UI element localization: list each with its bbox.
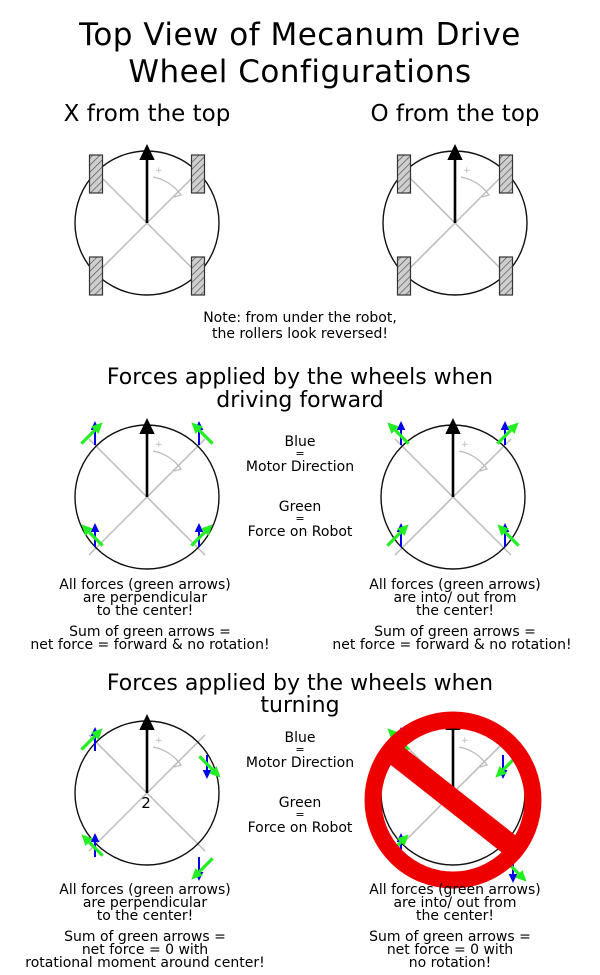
forward-left-robot-rotation-arrowhead <box>173 462 183 472</box>
turning-left-force-arrow-1 <box>80 728 103 751</box>
config-x-robot-angle-mark: + <box>155 166 163 176</box>
config-x-robot-rotation-arrowhead <box>173 188 183 198</box>
forward-left-force-arrow-1 <box>80 422 103 445</box>
turning-right-sum-2: net force = 0 with <box>386 942 514 958</box>
turning-right-caption-1: All forces (green arrows) <box>369 882 541 898</box>
turning-legend-green-equals: = <box>295 808 305 821</box>
turning-left-caption-1: All forces (green arrows) <box>59 882 231 898</box>
turning-left-robot-angle-mark: + <box>155 736 163 746</box>
prohibited-sign-icon <box>364 711 542 889</box>
forward-left-force-arrow-2 <box>191 422 214 445</box>
turning-right-sum-3: no rotation! <box>408 955 492 971</box>
config-x-wheel-rear-right <box>190 256 206 296</box>
forward-section-title-line-1: Forces applied by the wheels when <box>106 365 494 390</box>
forward-left-caption-3: to the center! <box>96 603 194 619</box>
turning-left-caption-3: to the center! <box>96 908 194 924</box>
turning-right-caption-2: are into/ out from <box>393 895 517 911</box>
turning-left-sum-3: rotational moment around center! <box>25 955 265 971</box>
forward-legend-blue-equals: = <box>295 447 305 460</box>
main-title-line-1: Top View of Mecanum Drive <box>79 17 521 53</box>
config-x-robot-heading-arrow <box>139 144 155 223</box>
turning-legend-force-on-robot: Force on Robot <box>247 820 353 836</box>
forward-right-force-arrow-1 <box>387 422 410 445</box>
turning-legend-green: Green <box>278 795 322 811</box>
config-o-robot-heading-arrow <box>447 144 463 223</box>
forward-right-sum-1: Sum of green arrows = <box>374 624 536 640</box>
note-line-1: Note: from under the robot, <box>203 310 397 326</box>
forward-right-force-arrow-3 <box>386 524 409 547</box>
turning-left-robot-heading-arrow <box>139 714 155 793</box>
forward-legend-blue: Blue <box>284 434 316 450</box>
forward-section-title-line-2: driving forward <box>216 388 384 413</box>
turning-right-sum-1: Sum of green arrows = <box>369 929 531 945</box>
forward-legend-motor-direction: Motor Direction <box>245 459 355 475</box>
turning-left-sum-2: net force = 0 with <box>81 942 209 958</box>
turning-right-robot-rotation-arrowhead <box>479 758 489 768</box>
forward-legend-green: Green <box>278 499 322 515</box>
forward-right-caption-1: All forces (green arrows) <box>369 577 541 593</box>
turning-section-title-line-2: turning <box>260 693 340 718</box>
turning-left-force-arrow-3 <box>81 834 104 857</box>
forward-right-force-arrow-4 <box>497 524 520 547</box>
forward-left-robot-angle-mark: + <box>155 440 163 450</box>
turning-left-force-arrow-4 <box>191 857 214 880</box>
config-o-wheel-front-left <box>396 154 412 194</box>
forward-left-robot-heading-arrow <box>139 418 155 497</box>
main-title-line-2: Wheel Configurations <box>128 54 472 90</box>
config-o-wheel-front-right <box>498 154 514 194</box>
forward-left-force-arrow-3 <box>81 524 104 547</box>
note-line-2: the rollers look reversed! <box>211 326 389 342</box>
turning-right-caption-3: the center! <box>415 908 495 924</box>
forward-left-sum-1: Sum of green arrows = <box>69 624 231 640</box>
config-o-robot-rotation-arrowhead <box>481 188 491 198</box>
config-x-wheel-rear-left <box>88 256 104 296</box>
forward-left-force-arrow-4 <box>190 524 213 547</box>
forward-right-force-arrow-2 <box>496 422 519 445</box>
turning-left-robot-rotation-arrowhead <box>173 758 183 768</box>
turning-right-robot-angle-mark: + <box>461 736 469 746</box>
turning-section-title-line-1: Forces applied by the wheels when <box>106 671 494 696</box>
forward-right-caption-3: the center! <box>415 603 495 619</box>
turning-left-sum-1: Sum of green arrows = <box>64 929 226 945</box>
turning-left-caption-2: are perpendicular <box>82 895 208 911</box>
turning-center-mark: 2 <box>141 794 151 812</box>
config-o-label: O from the top <box>370 101 540 127</box>
config-o-wheel-rear-left <box>396 256 412 296</box>
forward-left-caption-2: are perpendicular <box>82 590 208 606</box>
forward-legend-green-equals: = <box>295 512 305 525</box>
config-o-wheel-rear-right <box>498 256 514 296</box>
forward-left-caption-1: All forces (green arrows) <box>59 577 231 593</box>
turning-legend-motor-direction: Motor Direction <box>245 755 355 771</box>
turning-legend-blue: Blue <box>284 730 316 746</box>
forward-right-sum-2: net force = forward & no rotation! <box>332 637 572 653</box>
forward-right-caption-2: are into/ out from <box>393 590 517 606</box>
forward-legend-force-on-robot: Force on Robot <box>247 524 353 540</box>
turning-legend-blue-equals: = <box>295 743 305 756</box>
config-o-robot-angle-mark: + <box>463 166 471 176</box>
forward-left-sum-2: net force = forward & no rotation! <box>30 637 270 653</box>
forward-right-robot-angle-mark: + <box>461 440 469 450</box>
config-x-label: X from the top <box>63 101 231 127</box>
turning-left-force-arrow-2 <box>198 755 221 778</box>
forward-right-robot-heading-arrow <box>445 418 461 497</box>
forward-right-robot-rotation-arrowhead <box>479 462 489 472</box>
config-x-wheel-front-right <box>190 154 206 194</box>
config-x-wheel-front-left <box>88 154 104 194</box>
